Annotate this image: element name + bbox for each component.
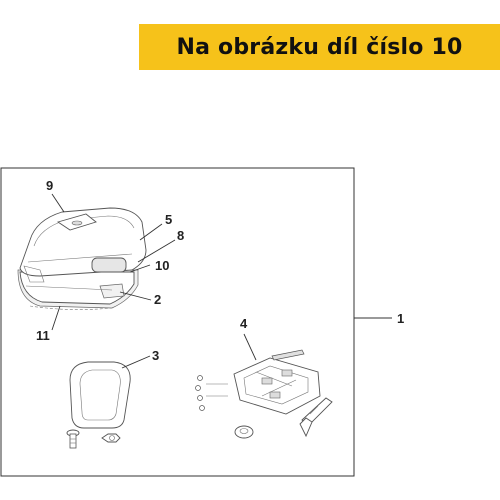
callout-9: 9 — [46, 178, 53, 193]
callout-4: 4 — [240, 316, 248, 331]
nut-icon — [234, 425, 254, 439]
info-banner: Na obrázku díl číslo 10 — [139, 24, 500, 70]
callout-1: 1 — [397, 311, 404, 326]
callout-3: 3 — [152, 348, 159, 363]
bracket-icon — [299, 397, 333, 438]
callout-5: 5 — [165, 212, 172, 227]
mounting-plate-icon — [195, 333, 321, 415]
callout-8: 8 — [177, 228, 184, 243]
top-case-leaders — [51, 193, 176, 331]
callout-2: 2 — [154, 292, 161, 307]
diagram-frame — [0, 167, 355, 477]
banner-text: Na obrázku díl číslo 10 — [176, 34, 463, 60]
top-case-icon — [17, 207, 147, 310]
nut-icon — [101, 433, 121, 443]
callout-10: 10 — [155, 258, 169, 273]
screw-icon — [66, 429, 80, 449]
callout-11: 11 — [36, 328, 50, 343]
backrest-pad-icon — [69, 355, 151, 429]
